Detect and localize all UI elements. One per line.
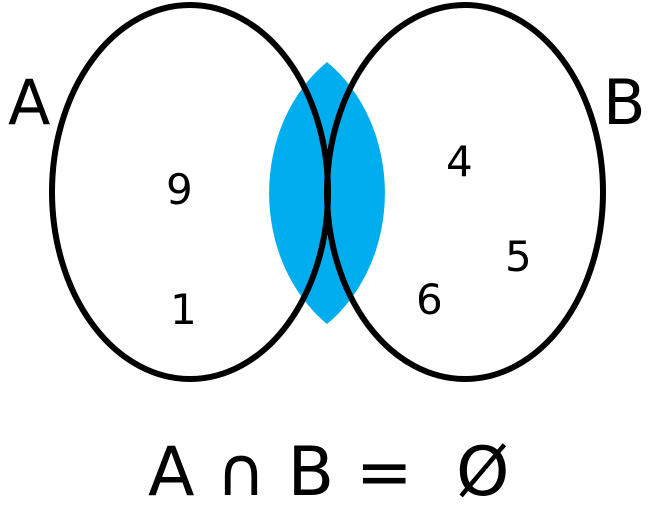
set-b-element-5: 5 — [505, 232, 532, 281]
set-b-element-6: 6 — [416, 275, 443, 324]
equation: A ∩ B = Ø — [148, 433, 510, 507]
set-a-element-9: 9 — [166, 165, 193, 214]
set-a-label: A — [8, 66, 50, 139]
set-b-element-4: 4 — [446, 137, 473, 186]
set-b-label: B — [603, 66, 646, 139]
set-b-circle — [324, 2, 606, 382]
set-a-element-1: 1 — [170, 285, 197, 334]
